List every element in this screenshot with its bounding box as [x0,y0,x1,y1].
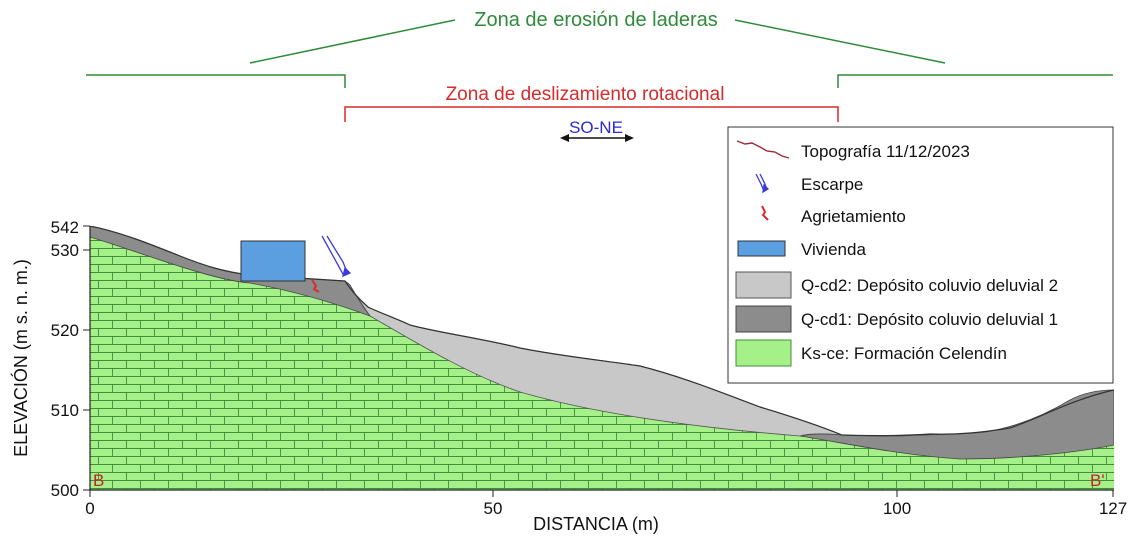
plot-frame [89,226,1114,491]
erosion-zone-label: Zona de erosión de laderas [474,9,718,31]
topography-line-icon [736,140,790,159]
y-tick-520: 520 [51,321,79,340]
erosion-zone-bracket [86,19,1113,88]
scarp-symbol [321,235,352,278]
qcd1-swatch [735,305,792,333]
direction-label: SO-NE [569,118,623,137]
legend-label-qcd1: Q-cd1: Depósito coluvio deluvial 1 [801,310,1058,329]
x-axis-ticks [89,490,1114,497]
y-tick-500: 500 [51,481,79,500]
direction-arrow-icon [560,134,634,142]
ks-ce-formation [90,237,1114,490]
x-tick-100: 100 [883,499,911,518]
y-axis-ticks [83,225,90,491]
legend: Topografía 11/12/2023 Escarpe Agrietamie… [727,126,1114,384]
x-tick-50: 50 [484,499,503,518]
rotational-slide-bracket [344,106,839,122]
legend-label-topografia: Topografía 11/12/2023 [801,142,970,161]
legend-box [727,126,1114,384]
x-tick-127: 127 [1099,499,1127,518]
legend-label-vivienda: Vivienda [801,240,866,259]
ksce-swatch [735,339,792,367]
section-start-label: B [93,471,104,490]
y-tick-542: 542 [51,218,79,237]
crack-mark [311,279,320,293]
y-tick-510: 510 [51,401,79,420]
scarp-icon [755,173,770,194]
section-end-label: B' [1090,471,1105,490]
y-tick-530: 530 [51,241,79,260]
x-tick-0: 0 [85,499,94,518]
rotational-slide-label: Zona de deslizamiento rotacional [446,84,725,105]
house-block [240,240,306,282]
legend-label-agrietamiento: Agrietamiento [801,207,906,226]
legend-label-qcd2: Q-cd2: Depósito coluvio deluvial 2 [801,276,1058,295]
qcd2-swatch [735,271,792,299]
x-axis-label: DISTANCIA (m) [533,514,659,534]
house-swatch [737,240,786,257]
y-axis-label: ELEVACIÓN (m s. n. m.) [10,259,31,457]
crack-icon [761,205,769,221]
legend-label-escarpe: Escarpe [801,175,863,194]
legend-label-ksce: Ks-ce: Formación Celendín [801,344,1007,363]
